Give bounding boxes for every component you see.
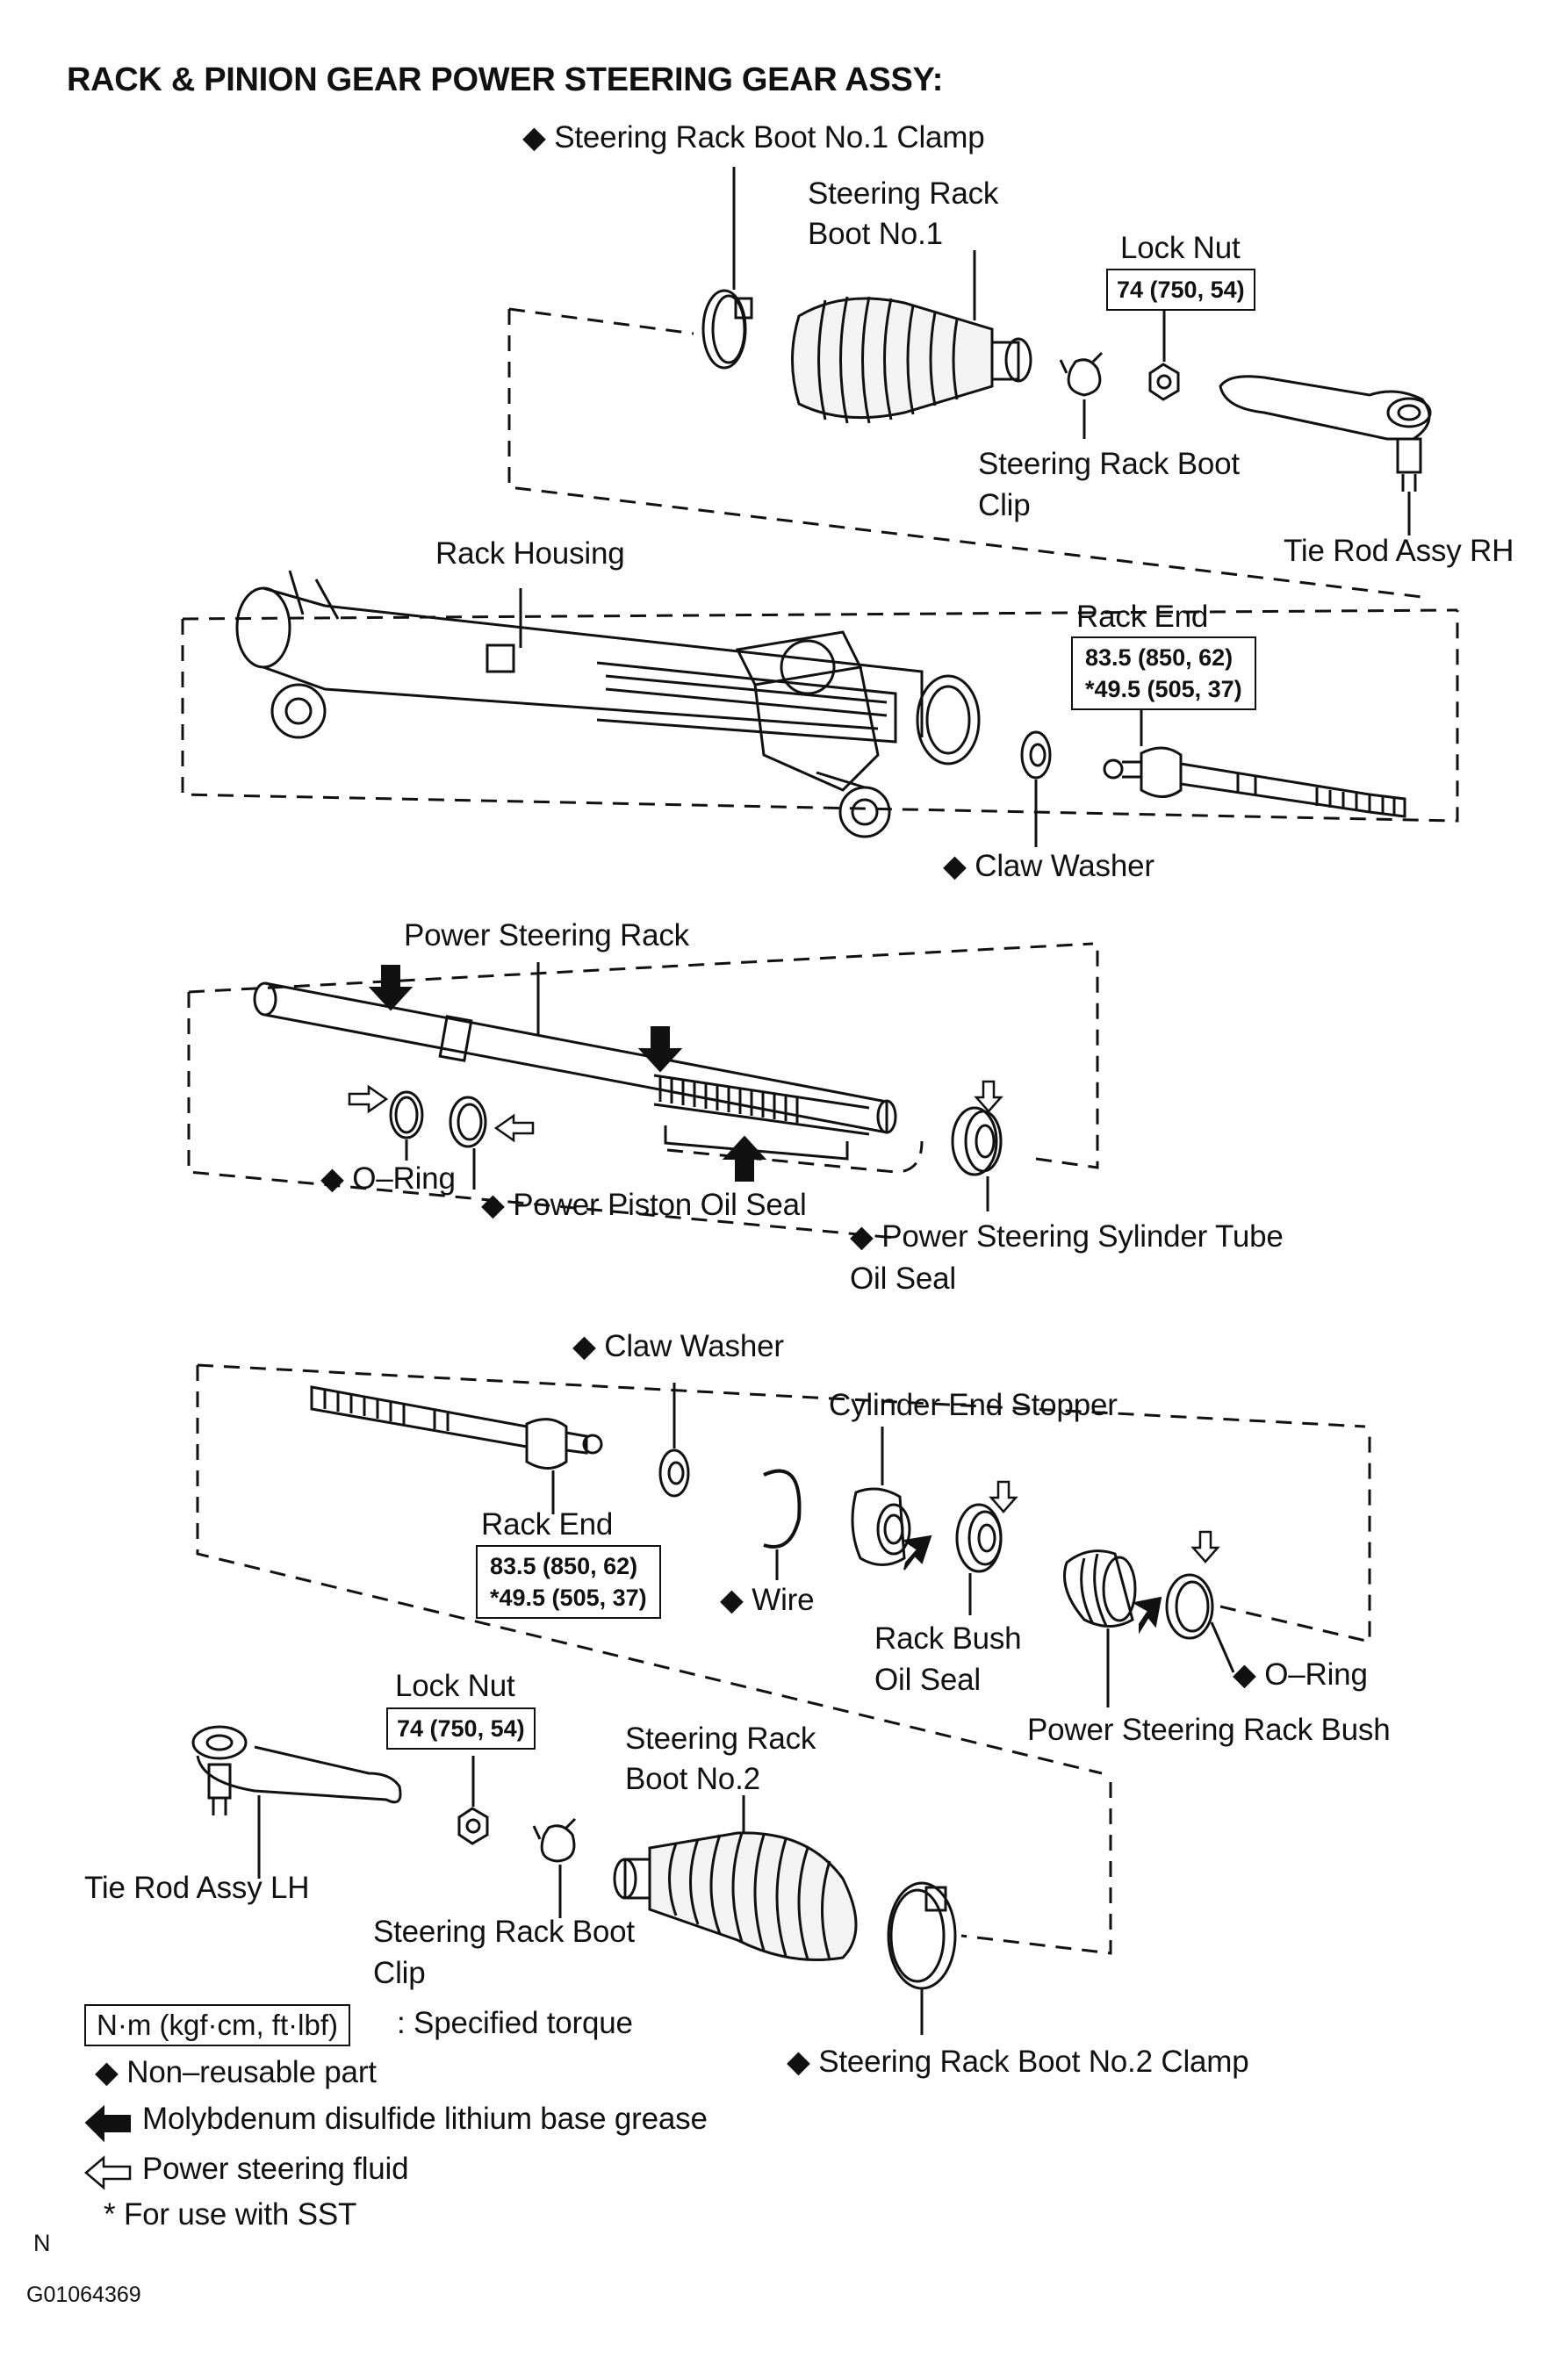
rack-end-top-torque-line1: 83.5 (850, 62) <box>1085 644 1234 671</box>
boot2-part <box>613 1795 858 1961</box>
outline-arrow-icon <box>84 1080 1220 2190</box>
group-outline-lower <box>196 1363 1371 1775</box>
rack-bush-oil-seal-label-line2: Oil Seal <box>874 1663 981 1697</box>
cylinder-end-stopper-part <box>851 1427 911 1566</box>
boot-clip-top-label-line2: Clip <box>978 488 1031 522</box>
o-ring-right-label: ◆ O–Ring <box>1233 1657 1368 1692</box>
power-steering-rack-bush-part <box>1063 1549 1137 1707</box>
wire-label: ◆ Wire <box>720 1583 815 1617</box>
tie-rod-lh-label: Tie Rod Assy LH <box>84 1871 310 1905</box>
boot1-part <box>791 250 1032 424</box>
rack-housing-part <box>235 570 981 838</box>
black-fill-arrow-icon <box>84 965 1162 2143</box>
rack-housing-label: Rack Housing <box>435 536 625 571</box>
rack-end-bottom-torque-line1: 83.5 (850, 62) <box>490 1553 638 1579</box>
legend-non-reusable: ◆ Non–reusable part <box>95 2055 377 2089</box>
o-ring-right-part <box>1165 1573 1235 1673</box>
cylinder-end-stopper-label: Cylinder End Stopper <box>829 1388 1118 1422</box>
cylinder-tube-oil-seal-part <box>951 1106 1003 1211</box>
figure-code: G01064369 <box>26 2282 141 2307</box>
rack-end-bottom-torque: 83.5 (850, 62) *49.5 (505, 37) <box>476 1545 661 1619</box>
rack-end-top-torque: 83.5 (850, 62) *49.5 (505, 37) <box>1071 636 1256 710</box>
rack-end-bottom-part <box>310 1385 603 1514</box>
power-steering-rack-bush-label: Power Steering Rack Bush <box>1027 1713 1391 1747</box>
rack-end-top-torque-line2: *49.5 (505, 37) <box>1085 676 1242 702</box>
boot1-clamp-label: ◆ Steering Rack Boot No.1 Clamp <box>522 120 985 155</box>
legend-fluid: Power steering fluid <box>142 2152 409 2186</box>
lock-nut-top-torque: 74 (750, 54) <box>1106 269 1255 311</box>
boot-clip-bottom-label-line1: Steering Rack Boot <box>373 1915 635 1949</box>
page-title: RACK & PINION GEAR POWER STEERING GEAR A… <box>67 61 944 98</box>
tie-rod-rh-label: Tie Rod Assy RH <box>1284 534 1514 568</box>
o-ring-left-part <box>389 1090 424 1161</box>
power-piston-oil-seal-part <box>449 1096 487 1190</box>
rack-bush-oil-seal-label-line1: Rack Bush <box>874 1621 1022 1656</box>
claw-washer-bottom-label: ◆ Claw Washer <box>572 1329 784 1363</box>
boot-clip-bottom-part <box>532 1817 577 1918</box>
boot-clip-top-part <box>1059 351 1104 439</box>
legend-torque-unit-box: N·m (kgf·cm, ft·lbf) <box>84 2004 350 2046</box>
rack-end-bottom-torque-line2: *49.5 (505, 37) <box>490 1585 647 1611</box>
legend-torque-desc: : Specified torque <box>397 2006 633 2040</box>
boot2-clamp-part <box>887 1881 957 2035</box>
tie-rod-lh-part <box>191 1725 402 1879</box>
boot2-label-line2: Boot No.2 <box>625 1762 760 1796</box>
boot1-label-line1: Steering Rack <box>808 176 999 211</box>
cylinder-tube-oil-seal-label-line2: Oil Seal <box>850 1262 956 1296</box>
lock-nut-top-label: Lock Nut <box>1120 231 1241 265</box>
claw-washer-top-part <box>1020 730 1052 847</box>
power-steering-rack-part <box>253 962 897 1161</box>
legend-sst: * For use with SST <box>104 2197 357 2232</box>
power-piston-oil-seal-label: ◆ Power Piston Oil Seal <box>481 1188 807 1222</box>
claw-washer-top-label: ◆ Claw Washer <box>943 849 1154 883</box>
boot-clip-bottom-label-line2: Clip <box>373 1956 426 1990</box>
rack-end-top-part <box>1103 702 1406 818</box>
rack-end-top-label: Rack End <box>1076 600 1209 634</box>
tie-rod-rh-part <box>1219 375 1432 536</box>
north-marker: N <box>33 2230 51 2256</box>
rack-bush-oil-seal-part <box>955 1503 1003 1615</box>
boot-clip-top-label-line1: Steering Rack Boot <box>978 447 1240 481</box>
o-ring-left-label: ◆ O–Ring <box>320 1161 456 1196</box>
boot1-label-line2: Boot No.1 <box>808 217 943 251</box>
boot2-clamp-label: ◆ Steering Rack Boot No.2 Clamp <box>787 2045 1249 2079</box>
rack-end-bottom-label: Rack End <box>481 1507 614 1542</box>
boot1-clamp-part <box>701 167 753 370</box>
lock-nut-top-part <box>1148 307 1180 401</box>
boot2-label-line1: Steering Rack <box>625 1722 816 1756</box>
group-outline-housing <box>181 608 1459 823</box>
group-outline-bottom <box>960 1782 1112 1955</box>
cylinder-tube-oil-seal-label-line1: ◆ Power Steering Sylinder Tube <box>850 1219 1284 1254</box>
group-outline-top <box>507 307 1423 599</box>
lock-nut-bottom-part <box>457 1756 489 1845</box>
lock-nut-bottom-label: Lock Nut <box>395 1669 515 1703</box>
power-steering-rack-label: Power Steering Rack <box>404 918 689 952</box>
group-outline-rack <box>187 942 1099 1240</box>
legend-grease: Molybdenum disulfide lithium base grease <box>142 2102 708 2136</box>
lock-nut-bottom-torque: 74 (750, 54) <box>386 1707 536 1750</box>
wire-part <box>763 1469 802 1580</box>
claw-washer-bottom-part <box>658 1383 690 1498</box>
